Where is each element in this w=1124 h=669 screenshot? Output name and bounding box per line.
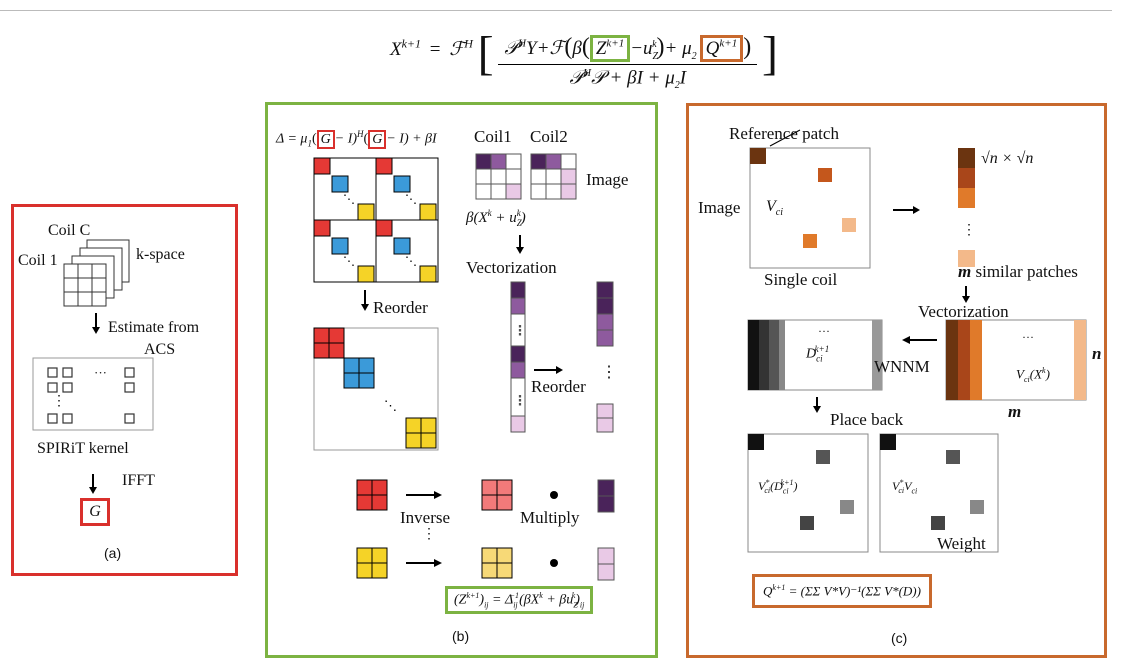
label-ifft: IFFT	[122, 472, 155, 489]
label-spirit-kernel: SPIRiT kernel	[37, 440, 129, 457]
patch-stack	[958, 148, 975, 267]
label-sqrt-n: √n × √n	[981, 150, 1034, 167]
label-multiply: Multiply	[520, 508, 580, 527]
arrow-place-back	[813, 406, 821, 413]
label-vectorization-b: Vectorization	[466, 258, 557, 277]
q-box: Qk+1	[699, 35, 744, 63]
label-reorder-1: Reorder	[373, 298, 428, 317]
v-ci-label: Vci	[766, 198, 783, 219]
label-n: n	[1092, 344, 1102, 363]
coil2-image	[530, 153, 577, 200]
arrow-reorder2	[556, 366, 563, 374]
label-image-c: Image	[698, 198, 741, 217]
label-reference-patch: Reference patch	[729, 124, 839, 143]
inverse-row-red	[356, 479, 615, 513]
label-image-b: Image	[586, 170, 629, 189]
spirit-kernel-box	[32, 357, 154, 431]
label-coil-1: Coil 1	[18, 252, 58, 269]
low-rank-matrix	[747, 319, 883, 391]
v-star-v-label: V*ciVci	[892, 478, 918, 496]
label-kspace: k-space	[136, 246, 185, 263]
delta-matrix: ⋱	[313, 157, 439, 283]
svg-text:⋮: ⋮	[514, 393, 526, 407]
rows-dots: ⋮	[422, 527, 436, 542]
g-box-2: G	[368, 129, 387, 149]
vector-column-2	[596, 281, 614, 433]
patch-matrix	[945, 319, 1087, 401]
patch-dots: ⋮	[962, 223, 976, 238]
label-vectorization-c: Vectorization	[918, 302, 1009, 321]
label-m: m	[1008, 402, 1022, 421]
patch-matrix-dots: ···	[1022, 330, 1034, 344]
place-back-image-d	[747, 433, 869, 553]
label-weight: Weight	[937, 534, 986, 553]
svg-text:⋮: ⋮	[514, 323, 526, 337]
panel-b	[265, 102, 658, 658]
top-divider	[0, 10, 1112, 11]
d-ci-label: Dcik+1	[806, 344, 830, 364]
g-box: G	[80, 498, 110, 526]
inverse-row-yellow	[356, 547, 615, 581]
label-single-coil: Single coil	[764, 270, 838, 289]
label-coil1: Coil1	[474, 127, 512, 146]
label-m-similar: m similar patches	[958, 262, 1078, 281]
label-reorder-2: Reorder	[531, 377, 586, 396]
svg-text:⋱: ⋱	[343, 192, 355, 206]
beta-term: β(Xk + uZk)	[466, 208, 526, 228]
reordered-matrix: ⋱	[313, 327, 439, 451]
kernel-squares	[47, 367, 135, 424]
kernel-dots-h: ···	[94, 365, 107, 380]
label-inverse: Inverse	[400, 508, 451, 527]
vector-column-1: ⋮ ⋮	[510, 281, 527, 433]
low-rank-dots: ···	[818, 324, 830, 338]
vector-dots: ⋮	[601, 364, 617, 381]
arrow-vectorize	[516, 247, 524, 254]
place-back-image-weight	[879, 433, 999, 553]
v-star-d-label: V*ci(Dcik+1)	[758, 478, 798, 496]
svg-text:⋱: ⋱	[384, 398, 397, 413]
label-acs: ACS	[144, 341, 176, 358]
coil1-image	[475, 153, 522, 200]
arrow-reorder	[361, 304, 369, 311]
caption-c: (c)	[891, 630, 908, 646]
arrow-vectorize-c	[962, 296, 970, 303]
single-coil-image	[749, 129, 871, 269]
delta-equation: Δ = μ1(G− I)H(G− I) + βI	[276, 129, 437, 149]
arrow-ifft	[89, 487, 97, 494]
label-coil-c: Coil C	[48, 222, 91, 239]
caption-a: (a)	[104, 545, 122, 561]
label-place-back: Place back	[830, 410, 904, 429]
label-coil2: Coil2	[530, 127, 568, 146]
v-ci-x-label: Vci(Xk)	[1016, 366, 1050, 384]
caption-b: (b)	[452, 628, 470, 644]
panel-a	[11, 204, 238, 576]
panel-c	[686, 103, 1107, 658]
label-wnnm: WNNM	[874, 357, 930, 376]
kernel-dots-v: ⋮	[52, 394, 66, 409]
z-box: Zk+1	[589, 35, 631, 63]
g-box-1: G	[316, 129, 335, 149]
arrow-patches	[913, 206, 920, 214]
label-estimate: Estimate from	[108, 319, 200, 336]
arrow-wnnm	[902, 336, 910, 344]
q-update-equation: Qk+1 = (ΣΣ V*V)⁻¹(ΣΣ V*(D))	[752, 574, 932, 609]
z-update-equation: (Zk+1)ij = Δij−1(βXk + βuZk)ij	[445, 586, 594, 615]
kspace-coil-stack	[63, 239, 130, 307]
